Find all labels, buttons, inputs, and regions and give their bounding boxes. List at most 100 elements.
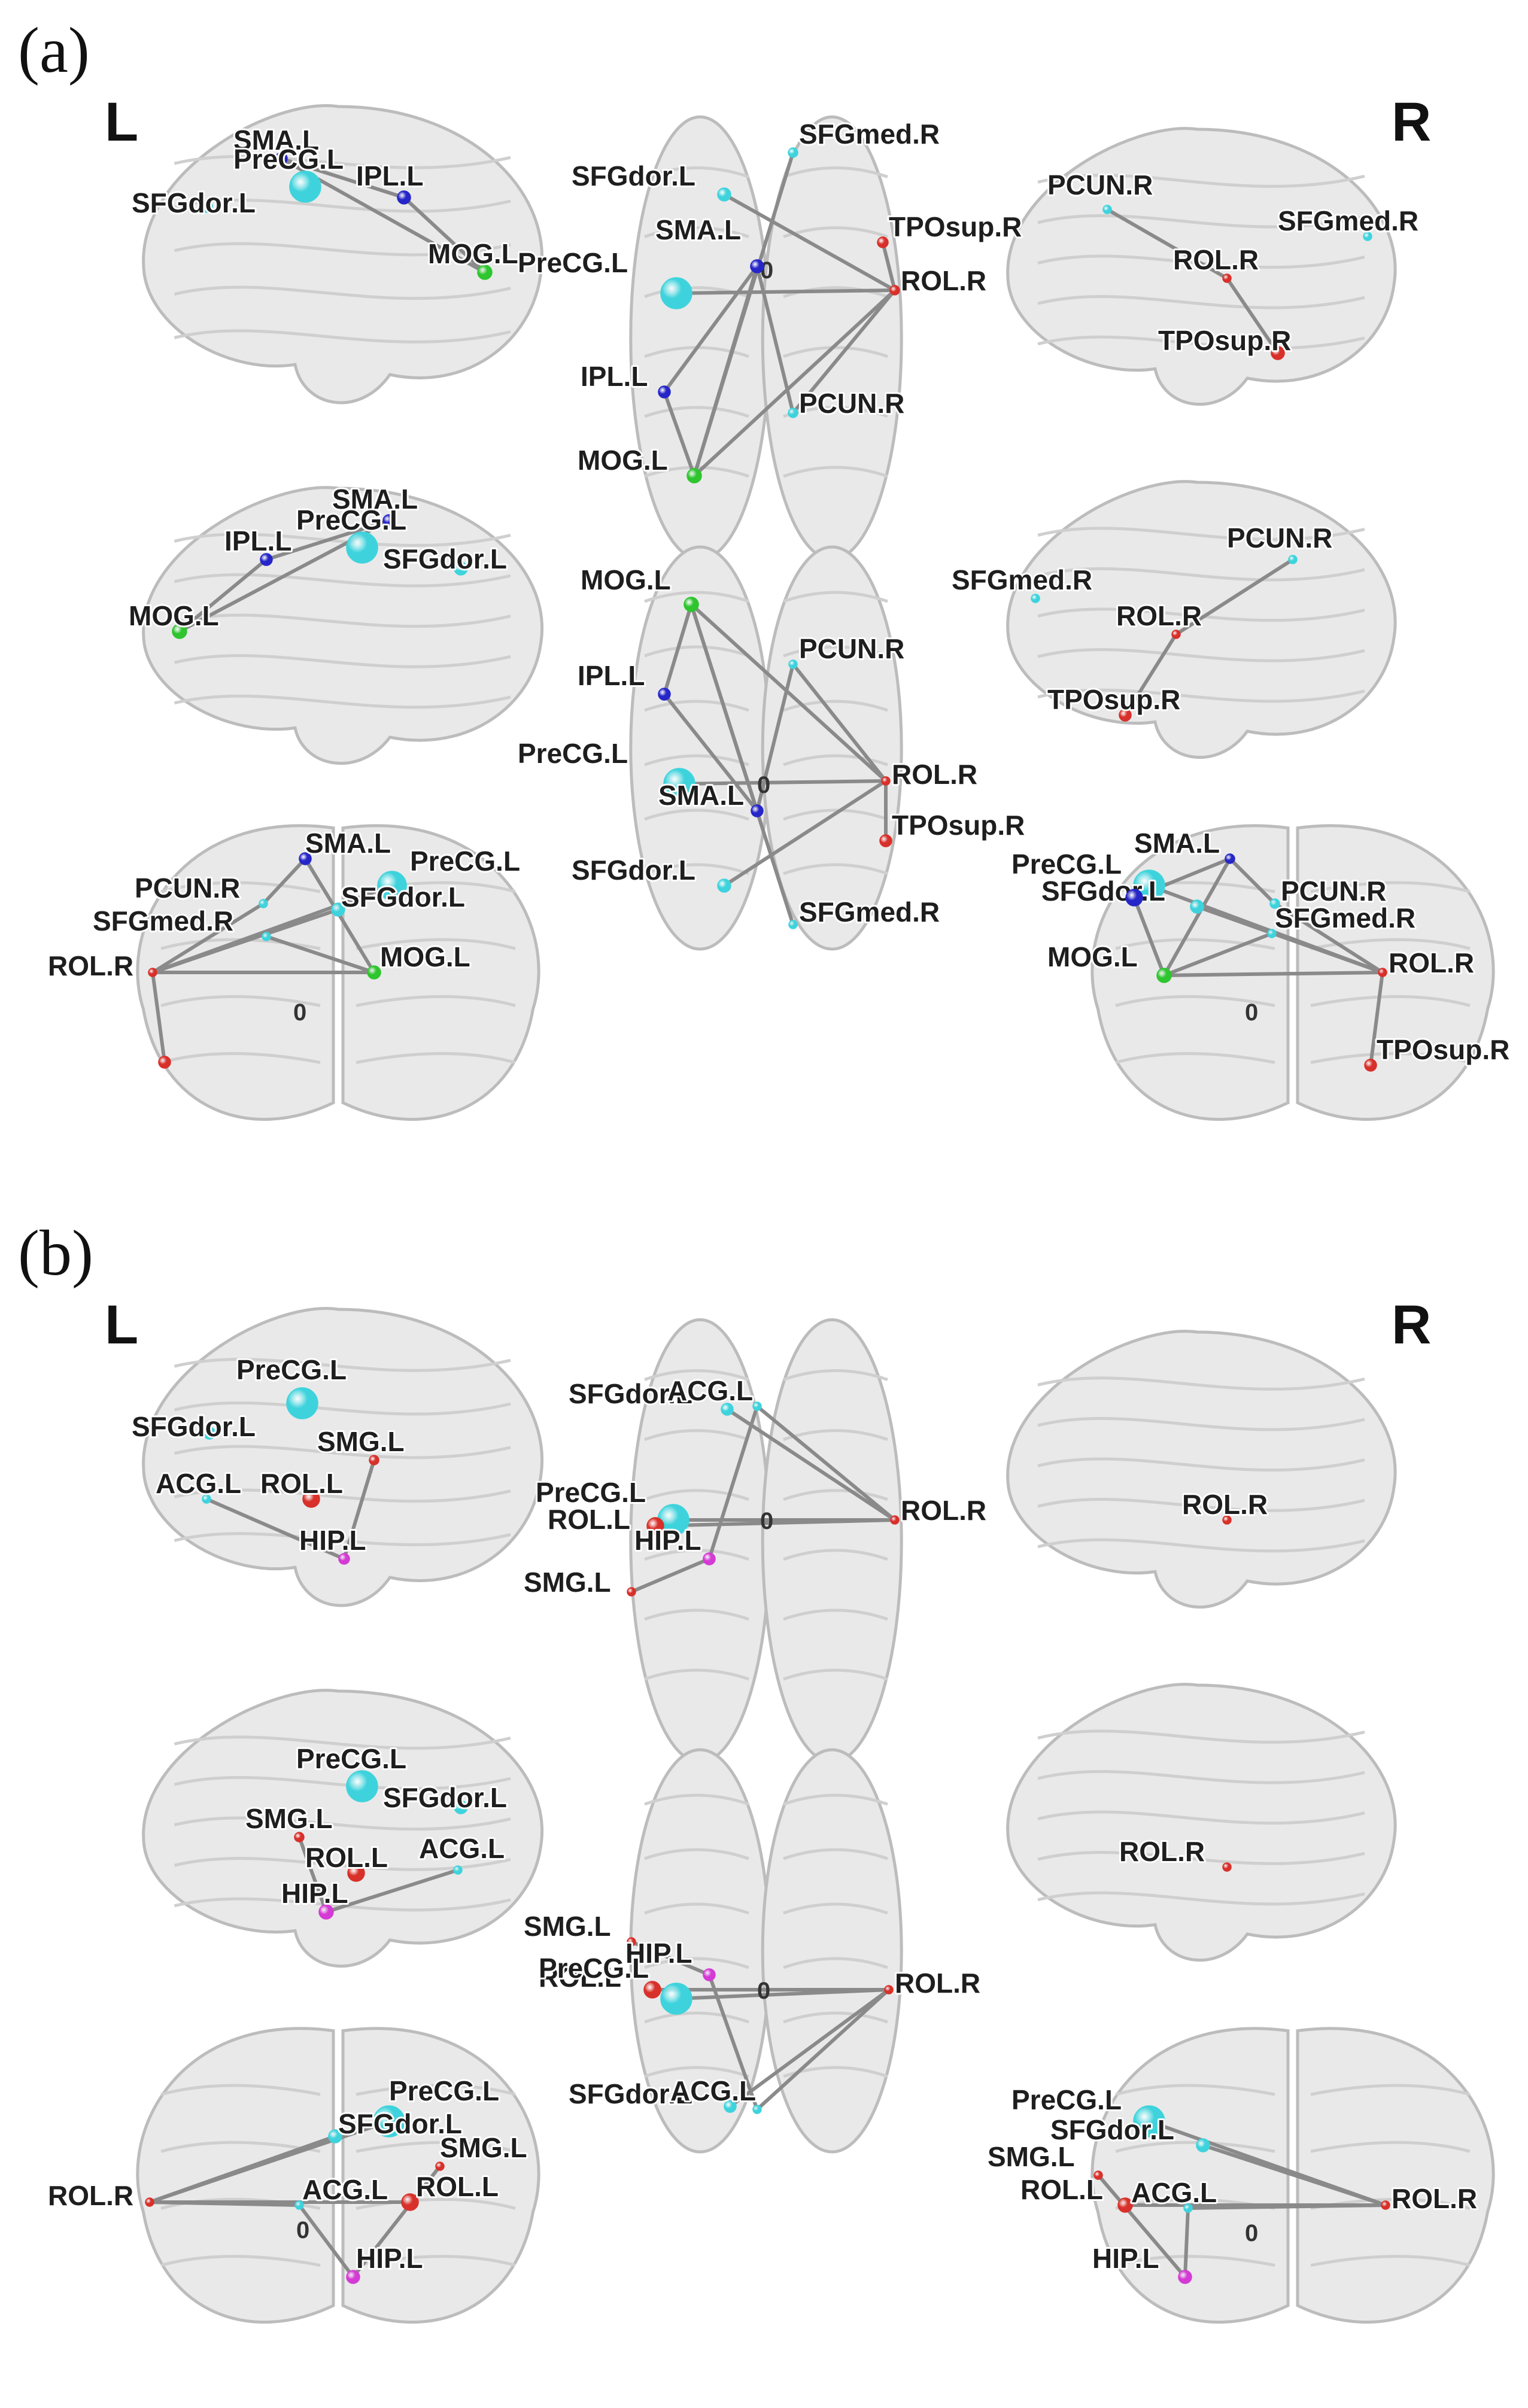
connection-edge bbox=[723, 779, 887, 887]
roi-node bbox=[259, 899, 268, 908]
roi-label: ROL.R bbox=[1389, 947, 1474, 978]
roi-node bbox=[660, 277, 692, 309]
roi-label: SMG.L bbox=[440, 2132, 527, 2163]
roi-node bbox=[202, 1494, 211, 1504]
right-hemisphere-label: R bbox=[1392, 1294, 1431, 1355]
roi-node bbox=[1381, 2200, 1390, 2210]
roi-label: ROL.L bbox=[305, 1842, 388, 1873]
roi-node bbox=[788, 408, 798, 418]
roi-node bbox=[454, 561, 468, 576]
roi-label: MOG.L bbox=[581, 564, 671, 595]
connection-edge bbox=[402, 196, 487, 274]
connection-edge bbox=[1096, 2174, 1187, 2278]
roi-label: ROL.R bbox=[892, 759, 977, 790]
brain-sagittal-view bbox=[142, 1689, 543, 1968]
roi-label: HIP.L bbox=[625, 1938, 692, 1969]
roi-label: ROL.R bbox=[1392, 2183, 1477, 2214]
roi-node bbox=[750, 259, 764, 273]
roi-label: TPOsup.R bbox=[1158, 325, 1291, 356]
roi-node bbox=[1117, 2197, 1133, 2213]
roi-label: SFGmed.R bbox=[1278, 205, 1418, 236]
roi-node bbox=[401, 2193, 419, 2211]
connection-edge bbox=[297, 1836, 328, 1913]
roi-label: PreCG.L bbox=[518, 738, 628, 769]
roi-node bbox=[453, 1865, 463, 1875]
roi-label: ACG.L bbox=[419, 1833, 505, 1864]
roi-node bbox=[627, 1587, 636, 1597]
roi-label: PCUN.R bbox=[1047, 169, 1153, 200]
right-hemisphere-label: R bbox=[1392, 92, 1431, 153]
roi-node bbox=[703, 1552, 716, 1565]
roi-label: SFGmed.R bbox=[799, 118, 940, 150]
roi-node bbox=[717, 187, 731, 202]
roi-label: ROL.R bbox=[48, 2180, 133, 2211]
connection-edge bbox=[1162, 858, 1232, 977]
roi-node bbox=[646, 1517, 664, 1535]
roi-node bbox=[328, 2129, 342, 2144]
panel-letter: (a) bbox=[18, 15, 90, 86]
connection-edge bbox=[679, 779, 886, 786]
roi-label: IPL.L bbox=[581, 361, 648, 392]
roi-label: ROL.R bbox=[1119, 1836, 1205, 1867]
roi-node bbox=[1125, 889, 1143, 907]
origin-marker: 0 bbox=[1245, 2220, 1258, 2246]
connection-edge bbox=[266, 519, 390, 561]
roi-label: PCUN.R bbox=[1227, 522, 1332, 554]
roi-label: PCUN.R bbox=[799, 633, 904, 664]
connection-edge bbox=[630, 1557, 710, 1594]
roi-label: SFGdor.L bbox=[341, 881, 465, 913]
roi-node bbox=[879, 834, 892, 847]
roi-label: IPL.L bbox=[578, 660, 645, 691]
roi-node bbox=[369, 1455, 379, 1466]
connection-edge bbox=[151, 972, 166, 1063]
origin-marker: 0 bbox=[296, 2217, 309, 2243]
connection-edge bbox=[151, 884, 393, 974]
roi-node bbox=[627, 1937, 636, 1947]
roi-label: SFGdor.L bbox=[338, 2108, 462, 2139]
roi-node bbox=[1363, 232, 1372, 241]
connection-edge bbox=[1123, 633, 1178, 716]
roi-node bbox=[658, 385, 671, 399]
roi-node bbox=[373, 2105, 405, 2138]
roi-label: PCUN.R bbox=[799, 388, 904, 419]
roi-label: ROL.R bbox=[48, 950, 133, 981]
roi-label: SFGdor.L bbox=[383, 543, 507, 574]
connection-edge bbox=[1175, 558, 1294, 636]
roi-node bbox=[1222, 273, 1232, 283]
roi-node bbox=[382, 514, 396, 527]
roi-label: SFGdor.L bbox=[1050, 2114, 1174, 2145]
roi-node bbox=[299, 852, 312, 865]
roi-label: SFGdor.L bbox=[572, 160, 695, 191]
roi-label: SMG.L bbox=[245, 1803, 333, 1834]
roi-node bbox=[1222, 1862, 1232, 1872]
left-hemisphere-label: L bbox=[105, 1294, 138, 1355]
brain-sagittal-view bbox=[1006, 127, 1397, 406]
roi-node bbox=[643, 1981, 661, 1999]
roi-node bbox=[1178, 2270, 1192, 2284]
roi-node bbox=[397, 190, 411, 205]
roi-label: ACG.L bbox=[667, 1375, 753, 1406]
roi-label: ROL.R bbox=[1116, 600, 1202, 631]
roi-label: MOG.L bbox=[578, 445, 668, 476]
roi-node bbox=[660, 1983, 692, 2015]
roi-label: HIP.L bbox=[356, 2243, 423, 2274]
roi-node bbox=[286, 1387, 318, 1419]
roi-node bbox=[663, 768, 695, 800]
roi-label: ROL.L bbox=[1020, 2174, 1103, 2205]
roi-node bbox=[318, 1904, 334, 1920]
connection-edge bbox=[663, 391, 696, 477]
roi-node bbox=[203, 1427, 216, 1440]
connection-edge bbox=[1187, 2203, 1386, 2210]
roi-label: SFGdor.L bbox=[383, 1782, 507, 1813]
roi-label: HIP.L bbox=[1092, 2243, 1159, 2274]
roi-label: ACG.L bbox=[302, 2174, 388, 2205]
roi-label: SFGdor.L bbox=[572, 855, 695, 886]
connection-edge bbox=[663, 693, 759, 812]
roi-node bbox=[145, 2197, 154, 2207]
roi-label: SMG.L bbox=[988, 2141, 1075, 2172]
roi-node bbox=[1288, 555, 1298, 564]
roi-label: MOG.L bbox=[380, 941, 470, 972]
roi-label: SFGdor.L bbox=[569, 2078, 692, 2109]
roi-label: MOG.L bbox=[129, 600, 219, 631]
